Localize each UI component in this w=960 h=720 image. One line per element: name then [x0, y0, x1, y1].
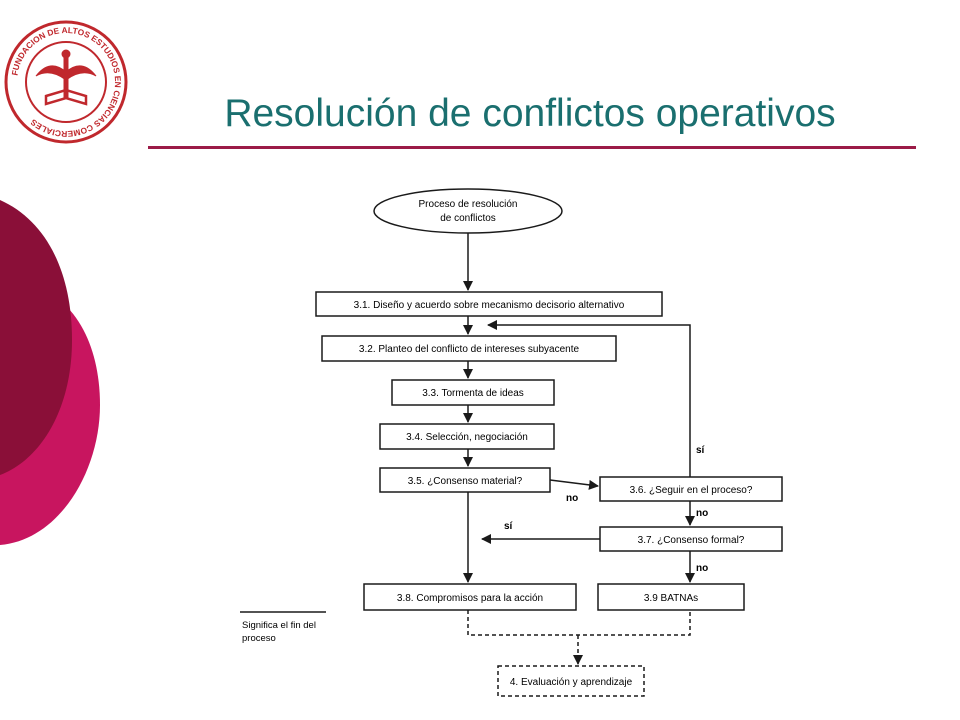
step-3-1: 3.1. Diseño y acuerdo sobre mecanismo de… — [315, 291, 663, 317]
svg-text:3.2. Planteo del conflicto de: 3.2. Planteo del conflicto de intereses … — [359, 344, 580, 355]
svg-text:3.5. ¿Consenso material?: 3.5. ¿Consenso material? — [408, 476, 523, 487]
label-no-3-5: no — [566, 493, 578, 504]
label-si-loop: sí — [696, 445, 706, 456]
step-3-6: 3.6. ¿Seguir en el proceso? — [599, 476, 783, 502]
label-no-3-7: no — [696, 563, 708, 574]
step-3-4: 3.4. Selección, negociación — [379, 423, 555, 450]
svg-text:3.1. Diseño y acuerdo sobre me: 3.1. Diseño y acuerdo sobre mecanismo de… — [354, 300, 625, 311]
slide-title: Resolución de conflictos operativos — [224, 92, 836, 135]
svg-text:3.9 BATNAs: 3.9 BATNAs — [644, 593, 698, 604]
step-3-9: 3.9 BATNAs — [597, 583, 745, 611]
svg-text:3.7. ¿Consenso formal?: 3.7. ¿Consenso formal? — [638, 535, 745, 546]
start-line1: Proceso de resolución — [419, 199, 518, 210]
decorative-shapes — [0, 200, 100, 545]
step-3-2: 3.2. Planteo del conflicto de intereses … — [321, 335, 617, 362]
legend-line1: Significa el fin del — [242, 620, 316, 631]
svg-text:3.6. ¿Seguir en el proceso?: 3.6. ¿Seguir en el proceso? — [630, 485, 753, 496]
svg-text:4. Evaluación y aprendizaje: 4. Evaluación y aprendizaje — [510, 677, 633, 688]
foundation-logo: FUNDACION DE ALTOS ESTUDIOS EN CIENCIAS … — [4, 20, 128, 144]
step-3-3: 3.3. Tormenta de ideas — [391, 379, 555, 406]
step-4: 4. Evaluación y aprendizaje — [497, 665, 645, 697]
label-si-3-7: sí — [504, 521, 514, 532]
flowchart: Proceso de resolución de conflictos 3.1.… — [240, 188, 783, 697]
svg-text:3.8. Compromisos para la acció: 3.8. Compromisos para la acción — [397, 593, 543, 604]
label-no-3-6: no — [696, 508, 708, 519]
end-of-process-lines — [467, 610, 691, 665]
svg-text:3.4. Selección, negociación: 3.4. Selección, negociación — [406, 432, 528, 443]
start-node: Proceso de resolución de conflictos — [373, 188, 563, 234]
step-3-7: 3.7. ¿Consenso formal? — [599, 526, 783, 552]
title-underline — [148, 146, 916, 149]
svg-text:3.3. Tormenta de ideas: 3.3. Tormenta de ideas — [422, 388, 524, 399]
legend: Significa el fin del proceso — [240, 611, 326, 644]
caduceus-book-icon — [35, 49, 97, 106]
legend-line2: proceso — [242, 633, 276, 644]
start-line2: de conflictos — [440, 213, 496, 224]
step-3-5: 3.5. ¿Consenso material? — [379, 467, 551, 493]
step-3-8: 3.8. Compromisos para la acción — [363, 583, 577, 611]
connector-arrows — [463, 233, 695, 583]
